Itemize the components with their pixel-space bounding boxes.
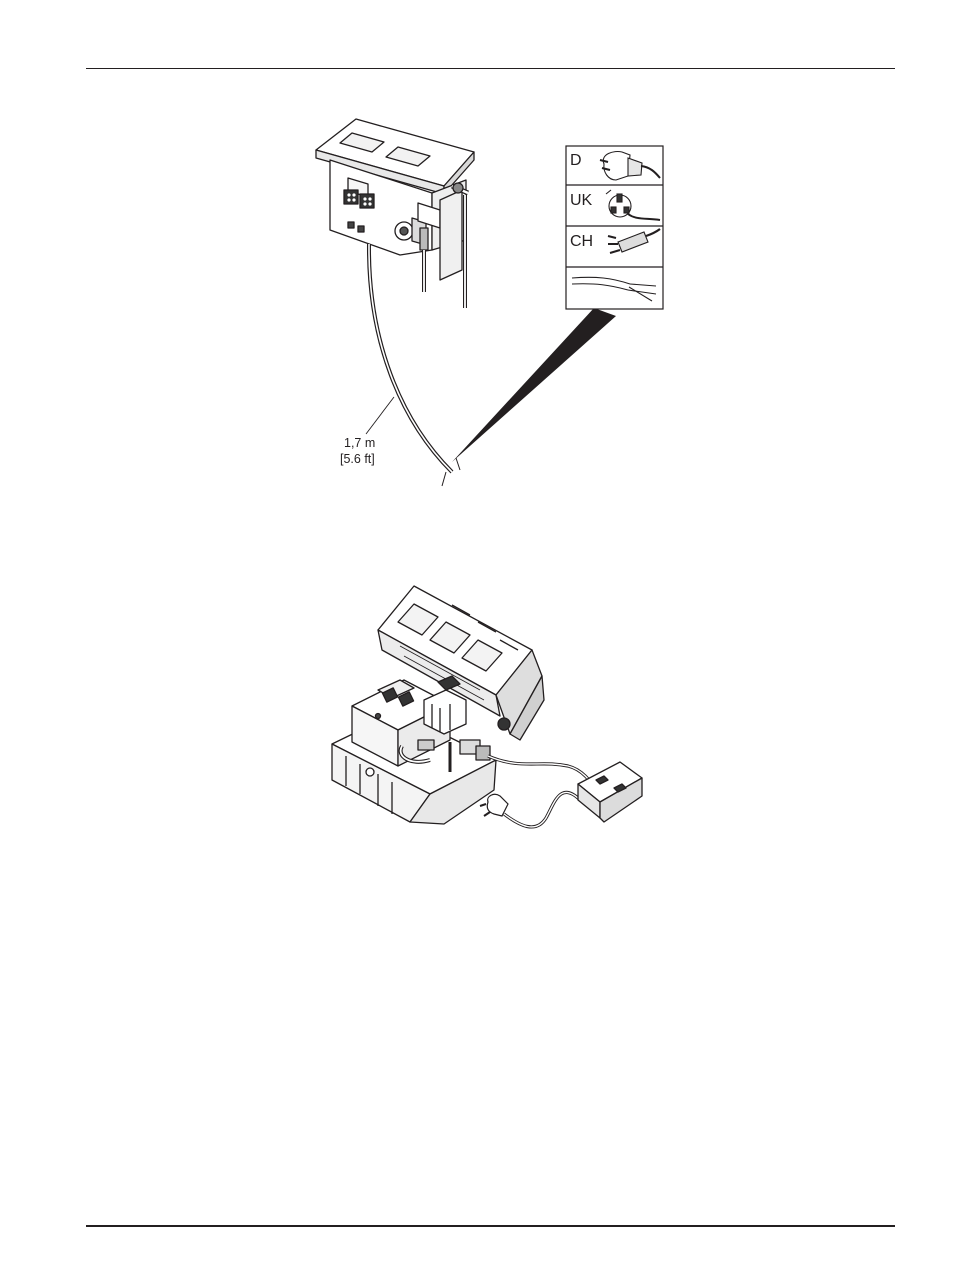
power-supply-unit [578, 762, 642, 822]
analyzer-open-hood-illustration [332, 586, 544, 824]
footer-rule [86, 1225, 895, 1227]
mains-plug-icon [480, 794, 508, 816]
